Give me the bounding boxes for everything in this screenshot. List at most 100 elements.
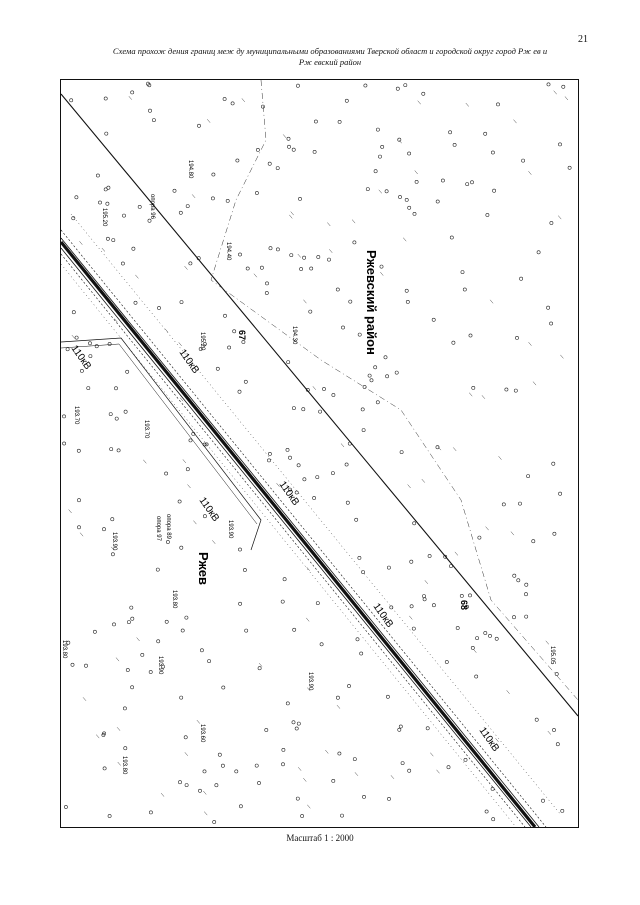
- terrain-dash: [191, 194, 196, 199]
- tree-symbol: [267, 458, 271, 463]
- elevation-label: 195.20: [101, 208, 107, 227]
- secondary-power-line: [61, 337, 262, 551]
- tree-symbol: [94, 344, 99, 349]
- tree-symbol: [302, 477, 307, 482]
- terrain-dash: [424, 580, 428, 584]
- tree-symbol: [298, 197, 302, 201]
- tree-symbol: [541, 798, 545, 803]
- tree-symbol: [214, 783, 219, 788]
- tree-symbol: [285, 701, 290, 706]
- tree-symbol: [148, 670, 153, 674]
- tree-symbol: [280, 599, 285, 604]
- tree-symbol: [331, 779, 336, 783]
- terrain-dash: [212, 540, 216, 544]
- tree-symbol: [103, 96, 108, 101]
- tree-symbol: [267, 451, 272, 456]
- vegetation-symbols: [62, 81, 572, 824]
- tree-symbol: [435, 445, 440, 450]
- tree-symbol: [546, 82, 551, 87]
- terrain-dash: [306, 617, 310, 622]
- tree-symbol: [106, 185, 111, 190]
- elevation-label: 193.90: [157, 656, 163, 675]
- terrain-dash: [506, 690, 510, 694]
- tree-symbol: [315, 601, 320, 606]
- tree-symbol: [178, 210, 183, 215]
- tree-symbol: [361, 428, 366, 433]
- secondary-power-line-2: [61, 343, 258, 525]
- terrain-dash: [79, 532, 84, 537]
- tree-symbol: [312, 150, 317, 154]
- tree-symbol: [524, 592, 528, 597]
- tree-symbol: [513, 388, 518, 393]
- terrain-dash: [117, 761, 121, 766]
- tree-symbol: [465, 182, 470, 187]
- terrain-dash: [430, 752, 434, 757]
- tree-symbol: [345, 500, 350, 505]
- tree-symbol: [286, 136, 291, 141]
- terrain-dash: [184, 752, 188, 756]
- power-line-label-4: 110кВ: [197, 495, 222, 524]
- tree-symbol: [309, 266, 314, 271]
- tree-symbol: [352, 240, 357, 245]
- tree-symbol: [347, 684, 351, 688]
- terrain-dash: [327, 222, 331, 227]
- terrain-dash: [437, 446, 442, 451]
- tree-symbol: [210, 196, 215, 201]
- tree-symbol: [254, 763, 259, 768]
- terrain-dash: [184, 265, 188, 270]
- tree-symbol: [501, 502, 506, 507]
- tree-symbol: [407, 205, 412, 210]
- tree-symbol: [375, 400, 380, 405]
- tree-symbol: [137, 205, 142, 209]
- tree-symbol: [404, 288, 409, 293]
- tree-symbol: [291, 720, 296, 725]
- tree-symbol: [243, 379, 248, 384]
- tree-symbol: [355, 637, 360, 642]
- boundary-point-67: 67: [237, 330, 247, 340]
- elevation-label: 195.05: [549, 646, 555, 665]
- tree-symbol: [93, 629, 97, 634]
- elevation-label: 193.70: [73, 406, 79, 425]
- tree-symbol: [383, 355, 388, 360]
- tree-symbol: [149, 810, 153, 815]
- terrain-dash: [380, 271, 384, 276]
- tree-symbol: [74, 335, 79, 340]
- tree-symbol: [330, 471, 335, 476]
- map-drawing: Ржевский район Ржев 67 68 110кВ 110кВ 11…: [61, 80, 578, 827]
- tree-symbol: [199, 648, 204, 653]
- tree-symbol: [337, 751, 342, 756]
- tree-symbol: [421, 91, 426, 96]
- tree-symbol: [71, 310, 76, 315]
- tree-symbol: [560, 809, 565, 813]
- tree-symbol: [207, 659, 212, 664]
- terrain-dash: [290, 211, 294, 216]
- tree-symbol: [531, 539, 536, 544]
- tree-symbol: [86, 386, 91, 391]
- tree-symbol: [295, 796, 300, 801]
- tree-symbol: [552, 531, 557, 536]
- terrain-dash: [336, 704, 341, 709]
- terrain-dash: [298, 767, 302, 771]
- tree-symbol: [404, 198, 409, 202]
- tree-symbol: [475, 636, 480, 641]
- scale-label: Масштаб 1 : 2000: [286, 833, 354, 843]
- terrain-dash: [469, 392, 473, 397]
- tree-symbol: [202, 769, 207, 774]
- tree-symbol: [384, 189, 389, 194]
- tree-symbol: [106, 236, 110, 241]
- tree-symbol: [359, 651, 364, 656]
- tree-symbol: [365, 187, 370, 192]
- tree-symbol: [316, 255, 321, 259]
- tree-symbol: [98, 200, 102, 205]
- tree-symbol: [551, 461, 556, 466]
- tree-symbol: [140, 653, 145, 657]
- tree-symbol: [198, 788, 202, 793]
- terrain-dash: [564, 96, 569, 101]
- tree-symbol: [463, 758, 468, 762]
- tree-symbol: [315, 475, 320, 480]
- tree-symbol: [114, 416, 119, 421]
- terrain-dash: [489, 299, 494, 304]
- tree-symbol: [148, 108, 152, 113]
- tree-symbol: [414, 180, 419, 184]
- tree-symbol: [177, 499, 182, 504]
